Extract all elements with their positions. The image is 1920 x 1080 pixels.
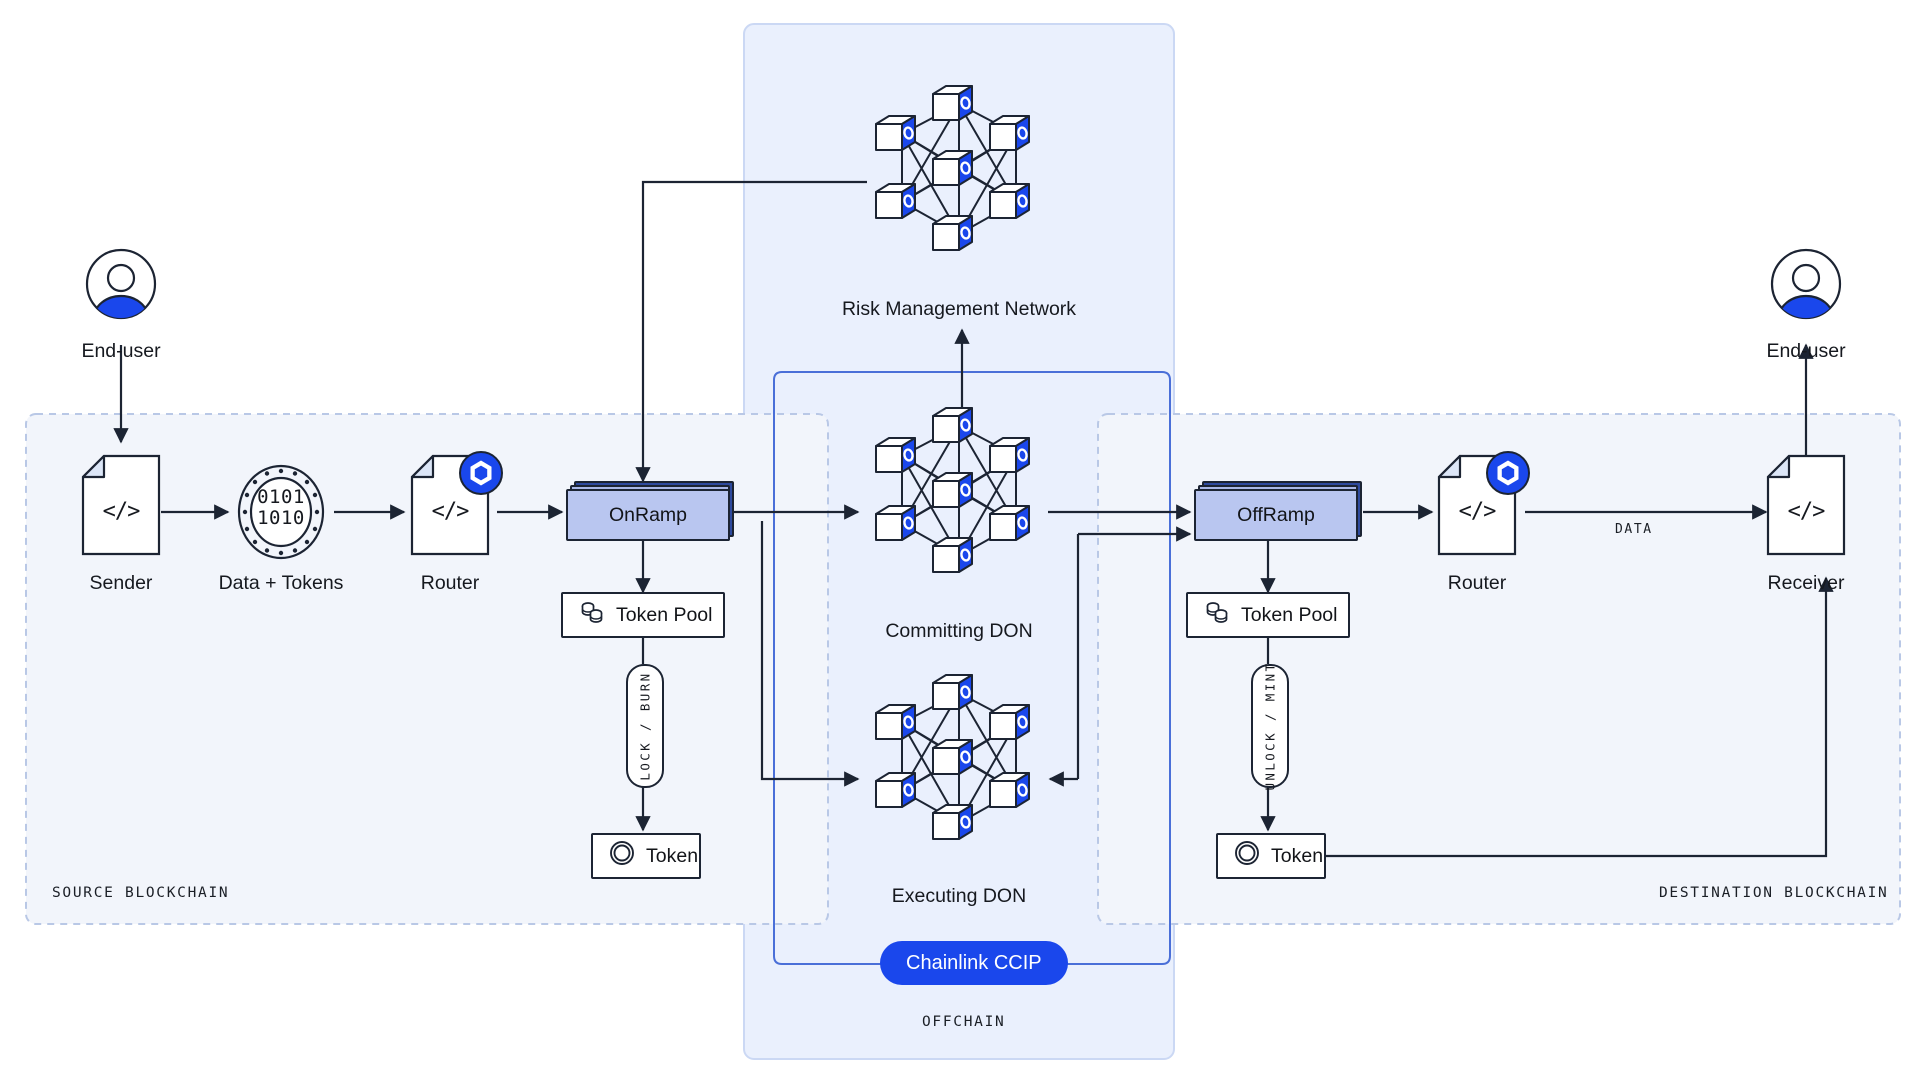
committing-don-label: Committing DON: [885, 620, 1033, 642]
source-token-box[interactable]: Token: [591, 833, 701, 879]
ccip-container-outline-right: [1155, 371, 1171, 965]
unlock-mint-label: UNLOCK / MINT: [1262, 661, 1278, 791]
committing-don-cluster: [866, 400, 1052, 586]
source-token-label: Token: [646, 844, 699, 867]
destination-token-box[interactable]: Token: [1216, 833, 1326, 879]
chainlink-ccip-pill[interactable]: Chainlink CCIP: [880, 941, 1068, 985]
executing-don-cluster: [866, 667, 1052, 853]
edge-rmn-to-onramp: [635, 180, 867, 483]
destination-blockchain-zone: [1097, 413, 1901, 925]
coins-stack-icon: [1204, 599, 1230, 631]
offchain-label: OFFCHAIN: [922, 1014, 1006, 1030]
onramp-box[interactable]: OnRamp: [566, 481, 734, 541]
data-edge-label: DATA: [1615, 522, 1653, 537]
unlock-mint-capsule: UNLOCK / MINT: [1251, 661, 1289, 791]
source-end-user-avatar: [85, 248, 157, 320]
source-router-label: Router: [420, 572, 480, 594]
destination-token-pool-label: Token Pool: [1241, 603, 1338, 626]
source-token-pool-box[interactable]: Token Pool: [561, 592, 725, 638]
ccip-container-outline: [773, 371, 1155, 965]
edge-token-to-receiver: [1320, 576, 1834, 858]
receiver-label: Receiver: [1767, 572, 1845, 594]
token-circle-icon: [609, 840, 635, 872]
lock-burn-label: LOCK / BURN: [637, 671, 653, 781]
destination-end-user-avatar: [1770, 248, 1842, 320]
destination-token-label: Token: [1271, 844, 1324, 867]
receiver-document-icon: </>: [1766, 454, 1846, 556]
source-blockchain-label: SOURCE BLOCKCHAIN: [52, 885, 230, 901]
data-tokens-label: Data + Tokens: [218, 572, 344, 594]
coins-stack-icon: [579, 599, 605, 631]
chainlink-hex-icon: [459, 451, 503, 495]
source-token-pool-label: Token Pool: [616, 603, 713, 626]
source-blockchain-zone: [25, 413, 829, 925]
risk-management-network-cluster: [866, 78, 1052, 264]
sender-document-icon: </>: [81, 454, 161, 556]
destination-token-pool-box[interactable]: Token Pool: [1186, 592, 1350, 638]
lock-burn-capsule: LOCK / BURN: [626, 664, 664, 788]
source-end-user-label: End-user: [81, 340, 161, 362]
destination-blockchain-label: DESTINATION BLOCKCHAIN: [1659, 885, 1889, 901]
chainlink-hex-icon: [1486, 451, 1530, 495]
onramp-label: OnRamp: [566, 489, 730, 541]
edge-onramp-to-executing-don: [760, 521, 860, 787]
offramp-label: OffRamp: [1194, 489, 1358, 541]
executing-don-label: Executing DON: [891, 885, 1027, 907]
token-circle-icon: [1234, 840, 1260, 872]
data-tokens-disc-icon: 0101 1010: [237, 460, 325, 560]
sender-label: Sender: [89, 572, 153, 594]
risk-management-network-label: Risk Management Network: [841, 298, 1077, 320]
offramp-box[interactable]: OffRamp: [1194, 481, 1362, 541]
destination-router-label: Router: [1447, 572, 1507, 594]
destination-end-user-label: End-user: [1766, 340, 1846, 362]
